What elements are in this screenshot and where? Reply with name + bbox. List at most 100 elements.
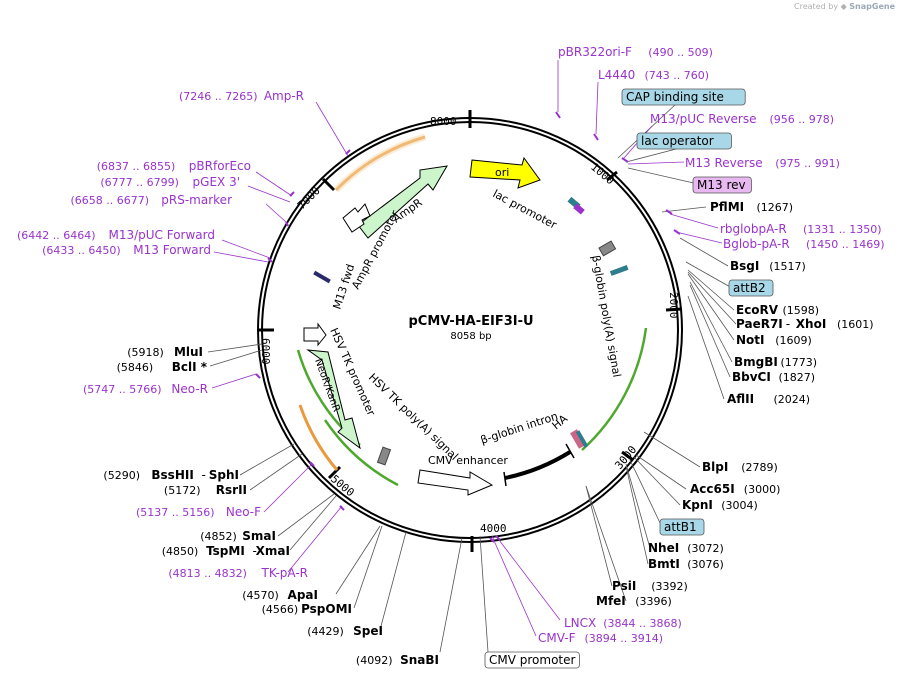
- tick-marks: [258, 110, 683, 552]
- right-feature-label[interactable]: PsiI: [612, 579, 636, 593]
- left-feature-label[interactable]: MluI: [174, 345, 203, 359]
- right-feature-label[interactable]: PflMI: [710, 200, 744, 214]
- right-feature-label-2[interactable]: XhoI: [796, 317, 827, 331]
- left-feature-position: (4570): [242, 589, 279, 602]
- left-feature-label[interactable]: Neo-R: [171, 382, 208, 396]
- right-feature-label[interactable]: CMV-F: [538, 631, 576, 645]
- right-feature-position: (3076): [687, 558, 724, 571]
- feature-box: [621, 88, 746, 106]
- hsv-tk-polya-label: HSV TK poly(A) signal: [366, 371, 461, 463]
- right-feature-label[interactable]: attB2: [733, 281, 766, 295]
- feature-box: [659, 518, 705, 536]
- left-feature-label[interactable]: pRS-marker: [161, 193, 232, 207]
- right-feature-position: (3072): [687, 542, 724, 555]
- right-feature-label[interactable]: M13/pUC Reverse: [650, 112, 757, 126]
- left-feature-label[interactable]: M13 Forward: [133, 243, 211, 257]
- right-feature-label[interactable]: NheI: [648, 541, 679, 555]
- right-feature-label[interactable]: CAP binding site: [626, 90, 724, 104]
- right-feature-label[interactable]: rbglobpA-R: [720, 222, 787, 236]
- right-feature-label[interactable]: BsgI: [730, 259, 759, 273]
- left-feature-label[interactable]: Neo-F: [226, 505, 261, 519]
- right-feature-label[interactable]: NotI: [736, 333, 765, 347]
- right-feature-label[interactable]: L4440: [598, 68, 635, 82]
- left-feature-position: (6658 .. 6677): [70, 194, 149, 207]
- left-feature-label[interactable]: TK-pA-R: [261, 566, 309, 580]
- beta-globin-intron-feature: [504, 450, 572, 480]
- right-feature-label[interactable]: LNCX: [564, 616, 596, 630]
- feature-box: [692, 176, 752, 194]
- right-feature-label[interactable]: M13 Reverse: [685, 156, 763, 170]
- bglob-intron-label: β-globin intron: [479, 410, 560, 447]
- left-feature-label-2[interactable]: SphI: [209, 468, 239, 482]
- left-feature-label[interactable]: pGEX 3': [193, 175, 240, 189]
- right-feature-position: (3844 .. 3868): [603, 617, 682, 630]
- right-feature-label[interactable]: CMV promoter: [489, 653, 576, 667]
- left-feature-position: (4566): [262, 603, 299, 616]
- left-feature-label[interactable]: SmaI: [242, 529, 276, 543]
- left-feature-label[interactable]: RsrII: [216, 483, 247, 497]
- right-feature-label[interactable]: PaeR7I: [736, 317, 783, 331]
- right-feature-label[interactable]: lac operator: [641, 134, 714, 148]
- plasmid-name: pCMV-HA-EIF3I-U: [408, 314, 533, 329]
- right-feature-label[interactable]: pBR322ori-F: [558, 45, 632, 59]
- left-feature-position: (5747 .. 5766): [83, 383, 162, 396]
- separator: -: [252, 544, 256, 558]
- left-feature-position: (4850): [162, 545, 199, 558]
- left-feature-label[interactable]: ApaI: [288, 588, 318, 602]
- intron-end-tick-1: [503, 471, 507, 487]
- right-feature-position: (975 .. 991): [775, 157, 840, 170]
- right-feature-position: (3396): [635, 595, 672, 608]
- right-feature-label[interactable]: KpnI: [682, 498, 713, 512]
- right-feature-label[interactable]: AflII: [727, 392, 754, 406]
- right-feature-label[interactable]: Acc65I: [690, 482, 735, 496]
- right-feature-position: (1267): [757, 201, 794, 214]
- right-feature-position: (1331 .. 1350): [803, 223, 882, 236]
- attb2-mark: [609, 265, 629, 276]
- primer-ticks: [255, 111, 681, 543]
- lac-promoter-label: lac promoter: [491, 187, 560, 232]
- neo-arc-green-2: [323, 419, 399, 487]
- left-feature-label[interactable]: SpeI: [353, 624, 383, 638]
- right-feature-label[interactable]: BbvCI: [732, 370, 771, 384]
- plasmid-size: 8058 bp: [450, 331, 491, 342]
- right-feature-position: (743 .. 760): [645, 69, 710, 82]
- right-feature-label[interactable]: M13 rev: [697, 178, 746, 192]
- right-feature-label[interactable]: BmtI: [648, 557, 680, 571]
- right-labels: pBR322ori-F(490 .. 509)L4440(743 .. 760)…: [484, 45, 885, 669]
- credit: Created by ◆ SnapGene: [794, 2, 895, 11]
- left-feature-position: (6433 .. 6450): [42, 244, 121, 257]
- left-feature-label[interactable]: Amp-R: [264, 89, 304, 103]
- right-feature-label[interactable]: Bglob-pA-R: [723, 237, 790, 251]
- left-feature-position: (5918): [127, 346, 164, 359]
- tick-label-4000: 4000: [480, 522, 507, 535]
- left-feature-label[interactable]: TspMI: [206, 544, 245, 558]
- left-feature-position: (5846): [117, 361, 154, 374]
- left-feature-label[interactable]: BclI *: [172, 360, 208, 374]
- left-feature-position: (6777 .. 6799): [100, 176, 179, 189]
- left-feature-label[interactable]: SnaBI: [400, 653, 439, 667]
- left-feature-label[interactable]: BssHII: [151, 468, 193, 482]
- right-feature-position: (1827): [779, 371, 816, 384]
- separator: -: [201, 468, 205, 482]
- right-feature-label[interactable]: attB1: [664, 520, 697, 534]
- right-feature-position: (3894 .. 3914): [585, 632, 664, 645]
- left-feature-label-2[interactable]: XmaI: [256, 544, 290, 558]
- right-feature-label[interactable]: MfeI: [596, 594, 626, 608]
- right-feature-label[interactable]: BlpI: [702, 460, 728, 474]
- cmv-enhancer-label: CMV enhancer: [428, 454, 508, 467]
- m13rev-mark: [573, 203, 585, 215]
- right-feature-position: (1598): [783, 304, 820, 317]
- tick-label-1000: 1000: [588, 160, 617, 187]
- ampr-promoter-arrow: [342, 203, 371, 233]
- left-feature-position: (6442 .. 6464): [17, 229, 96, 242]
- right-feature-position: (1450 .. 1469): [806, 238, 885, 251]
- left-feature-position: (4092): [356, 654, 393, 667]
- right-feature-label[interactable]: BmgBI: [734, 355, 778, 369]
- right-feature-position: (1601): [837, 318, 874, 331]
- right-feature-label[interactable]: EcoRV: [736, 303, 779, 317]
- left-feature-label[interactable]: M13/pUC Forward: [108, 228, 215, 242]
- left-feature-position: (4813 .. 4832): [168, 567, 247, 580]
- left-feature-label[interactable]: PspOMI: [301, 602, 352, 616]
- left-feature-label[interactable]: pBRforEco: [189, 159, 251, 173]
